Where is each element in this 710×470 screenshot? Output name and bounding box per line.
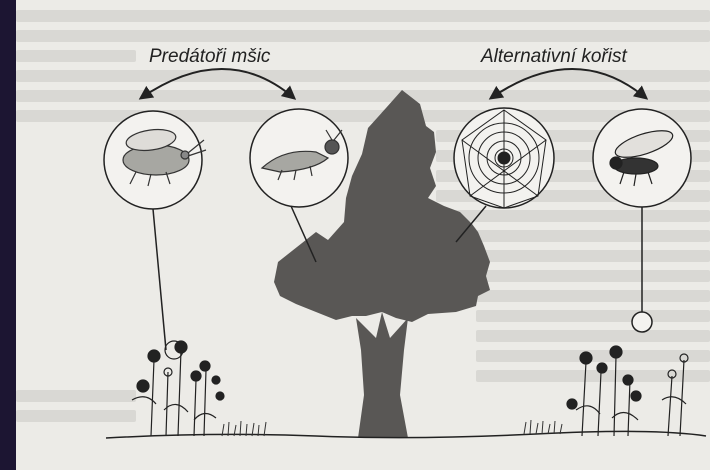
predators-arrow	[141, 69, 294, 98]
alternative-prey-arrow	[491, 69, 646, 98]
left-flowering-plants	[132, 341, 224, 436]
ecology-diagram	[16, 0, 710, 470]
figure-page: Predátoři mšic Alternativní kořist	[16, 0, 710, 470]
right-flowering-plants	[567, 346, 688, 436]
